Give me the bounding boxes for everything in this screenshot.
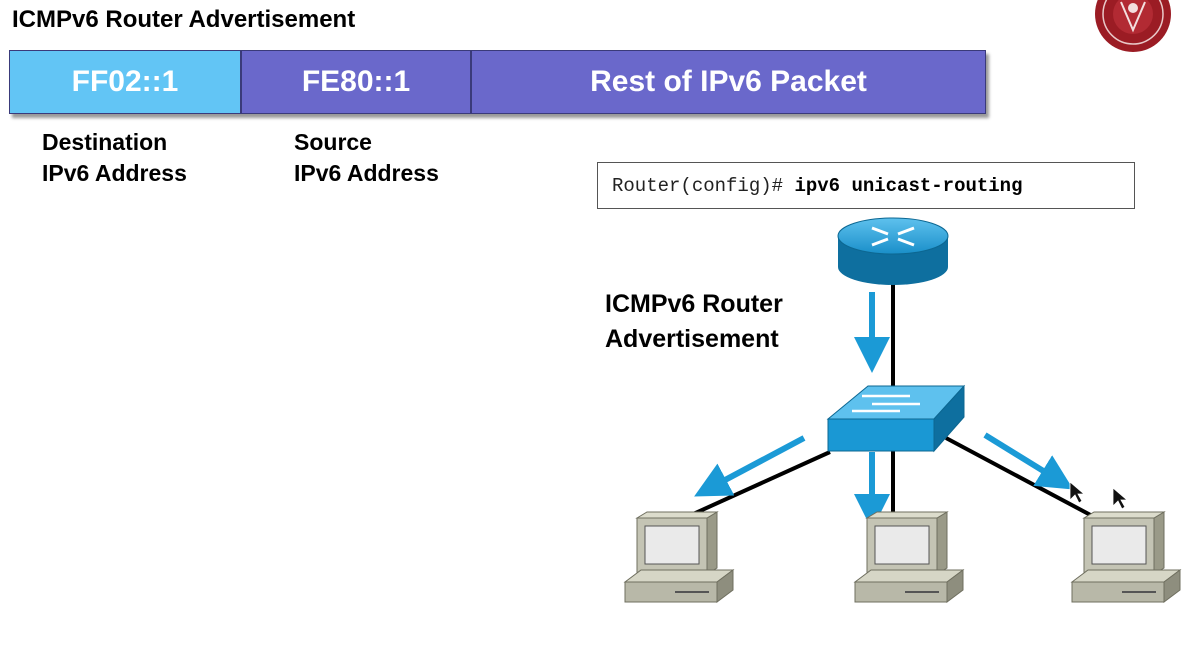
router-advertisement-label: ICMPv6 Router Advertisement [605, 287, 783, 357]
university-seal-logo [1095, 0, 1171, 52]
switch-icon [826, 384, 966, 453]
mouse-pointer-icon [1069, 481, 1129, 510]
rest-of-packet-field: Rest of IPv6 Packet [471, 50, 986, 114]
destination-address-field: FF02::1 [9, 50, 241, 114]
source-label-line2: IPv6 Address [294, 160, 439, 186]
command-text: ipv6 unicast-routing [794, 174, 1023, 197]
router-icon [837, 217, 949, 285]
command-prompt: Router(config)# [612, 174, 795, 197]
destination-label: Destination IPv6 Address [42, 127, 187, 189]
slide-title: ICMPv6 Router Advertisement [12, 6, 356, 33]
arrow-to-right-pc [983, 432, 1074, 490]
ra-label-line1: ICMPv6 Router [605, 290, 783, 318]
pc-left-icon [623, 511, 735, 603]
destination-label-line1: Destination [42, 129, 168, 155]
router-command-box: Router(config)# ipv6 unicast-routing [597, 162, 1135, 209]
source-label: Source IPv6 Address [294, 127, 439, 189]
source-address-field: FE80::1 [241, 50, 471, 114]
destination-label-line2: IPv6 Address [42, 160, 187, 186]
ra-label-line2: Advertisement [605, 325, 779, 353]
arrow-to-left-pc [694, 435, 806, 497]
pc-right-icon [1070, 511, 1182, 603]
ipv6-packet-header: FF02::1 FE80::1 Rest of IPv6 Packet [9, 50, 986, 114]
source-label-line1: Source [294, 129, 372, 155]
advertisement-arrows [694, 292, 1074, 530]
pc-middle-icon [853, 511, 965, 603]
